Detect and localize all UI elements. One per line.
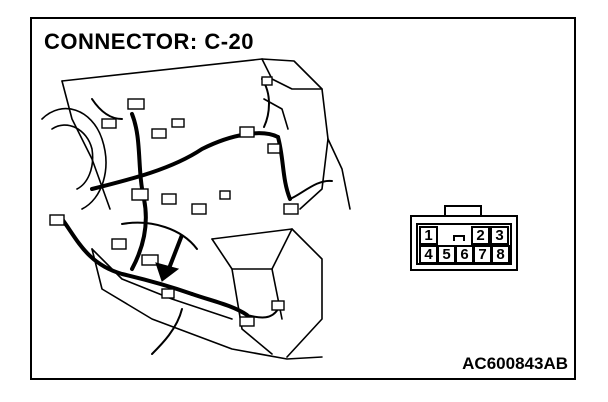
pin-1: 1: [419, 226, 438, 245]
pin-7: 7: [473, 245, 492, 264]
pin-2: 2: [471, 226, 490, 245]
connector-lock-tab: [444, 205, 482, 215]
pin-4: 4: [419, 245, 438, 264]
figure-code: AC600843AB: [462, 354, 568, 373]
connector-c20-face: 1 2 3 4 5 6 7 8: [410, 205, 518, 271]
connector-pin-area: [416, 223, 512, 265]
pin-8: 8: [491, 245, 510, 264]
dashboard-wiring-illustration: [41, 58, 351, 360]
connector-title: CONNECTOR: C-20: [44, 29, 255, 54]
pointer-arrow: [155, 234, 184, 282]
pin-5: 5: [437, 245, 456, 264]
connector-latch: [453, 235, 465, 241]
diagram-frame: CONNECTOR: C-20: [30, 17, 576, 380]
pin-3: 3: [490, 226, 509, 245]
pin-6: 6: [455, 245, 474, 264]
